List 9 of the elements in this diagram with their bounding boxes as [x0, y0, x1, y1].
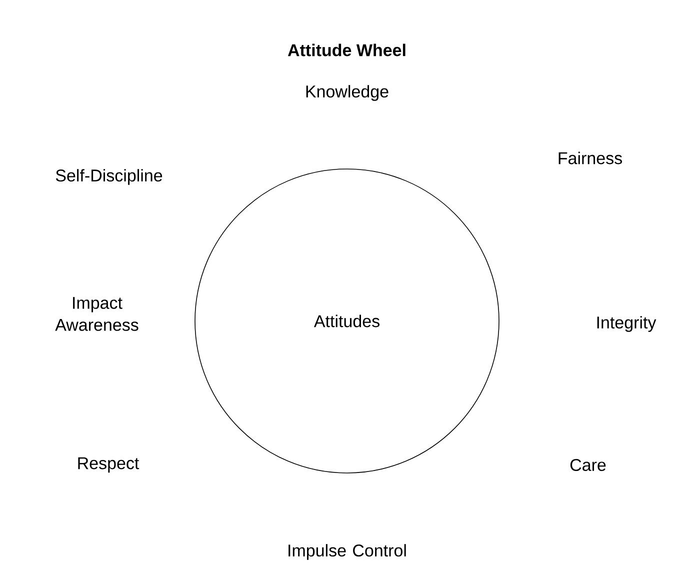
label: Impulse Control [288, 544, 406, 560]
label: Care [570, 458, 606, 471]
label: Self-Discipline [56, 169, 162, 185]
label: Fairness [558, 152, 622, 164]
label: Impact Awareness [55, 297, 138, 331]
label: Respect [78, 457, 140, 473]
label: Knowledge [306, 85, 388, 101]
label: Integrity [597, 316, 656, 332]
title: Attitude Wheel [288, 44, 406, 56]
